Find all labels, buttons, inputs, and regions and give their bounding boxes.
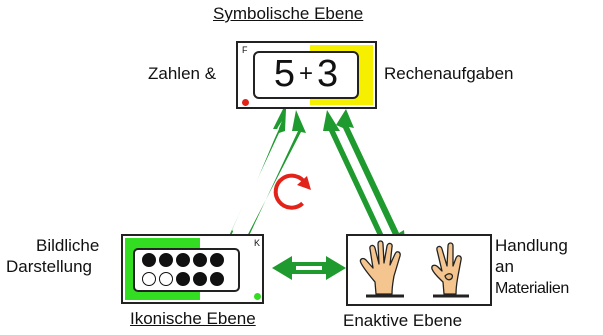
iconic-level-title: Ikonische Ebene: [130, 309, 256, 328]
bead-empty: [159, 272, 173, 286]
double-arrow-symbolic-enactive: [323, 109, 406, 257]
symbolic-card: F 5+3: [236, 41, 377, 109]
bead-row-2: [142, 272, 224, 286]
enactive-right-label-line3: Materialien: [495, 280, 569, 297]
enactive-card: [346, 234, 492, 306]
iconic-card: K: [121, 234, 264, 304]
bead-empty: [142, 272, 156, 286]
equation-left-number: 5: [273, 53, 295, 96]
green-dot-icon: [254, 293, 261, 300]
double-arrow-iconic-enactive: [272, 256, 346, 280]
bead-row-1: [142, 253, 224, 267]
card-letter-f: F: [242, 45, 248, 55]
red-dot-icon: [242, 99, 249, 106]
symbolic-level-title: Symbolische Ebene: [213, 4, 364, 23]
enactive-level-title: Enaktive Ebene: [343, 311, 463, 330]
symbolic-left-label: Zahlen &: [148, 64, 217, 83]
bead-filled: [210, 272, 224, 286]
cycle-arrow-icon: [273, 173, 311, 210]
card-letter-k: K: [254, 238, 261, 248]
hands-illustration: [359, 240, 469, 298]
iconic-left-label-line2: Darstellung: [6, 257, 92, 276]
enactive-right-label-line1: Handlung: [495, 236, 568, 255]
bead-filled: [193, 253, 207, 267]
bead-filled: [159, 253, 173, 267]
iconic-left-label-line1: Bildliche: [36, 236, 100, 255]
symbolic-right-label: Rechenaufgaben: [384, 64, 514, 83]
equation-operator: +: [298, 60, 313, 88]
bead-filled: [142, 253, 156, 267]
bead-frame: [133, 248, 240, 292]
enactive-right-label-line2: an: [495, 257, 514, 276]
bead-filled: [176, 253, 190, 267]
equation-box: 5+3: [253, 51, 359, 99]
hand-three-fingers-icon: [431, 242, 462, 295]
hand-five-fingers-icon: [359, 240, 401, 295]
bead-filled: [210, 253, 224, 267]
bead-filled: [193, 272, 207, 286]
equation-right-number: 3: [317, 53, 339, 96]
bead-filled: [176, 272, 190, 286]
